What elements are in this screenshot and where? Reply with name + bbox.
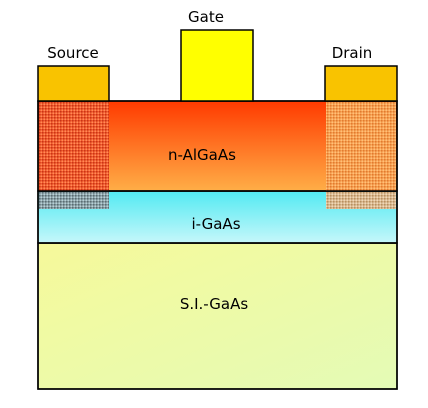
gate-label: Gate (188, 8, 224, 26)
drain-diffusion-region (326, 102, 396, 191)
drain-diffusion-channel-region (326, 192, 396, 209)
drain-contact (324, 65, 398, 102)
source-contact (37, 65, 110, 102)
substrate-label: S.I.-GaAs (180, 295, 249, 313)
barrier-layer-label: n-AlGaAs (168, 146, 236, 164)
gate-contact (180, 29, 254, 102)
source-diffusion-channel-region (39, 192, 109, 209)
substrate-layer (37, 242, 398, 390)
channel-layer-label: i-GaAs (191, 215, 240, 233)
source-diffusion-region (39, 102, 109, 191)
source-label: Source (47, 44, 99, 62)
drain-label: Drain (332, 44, 373, 62)
